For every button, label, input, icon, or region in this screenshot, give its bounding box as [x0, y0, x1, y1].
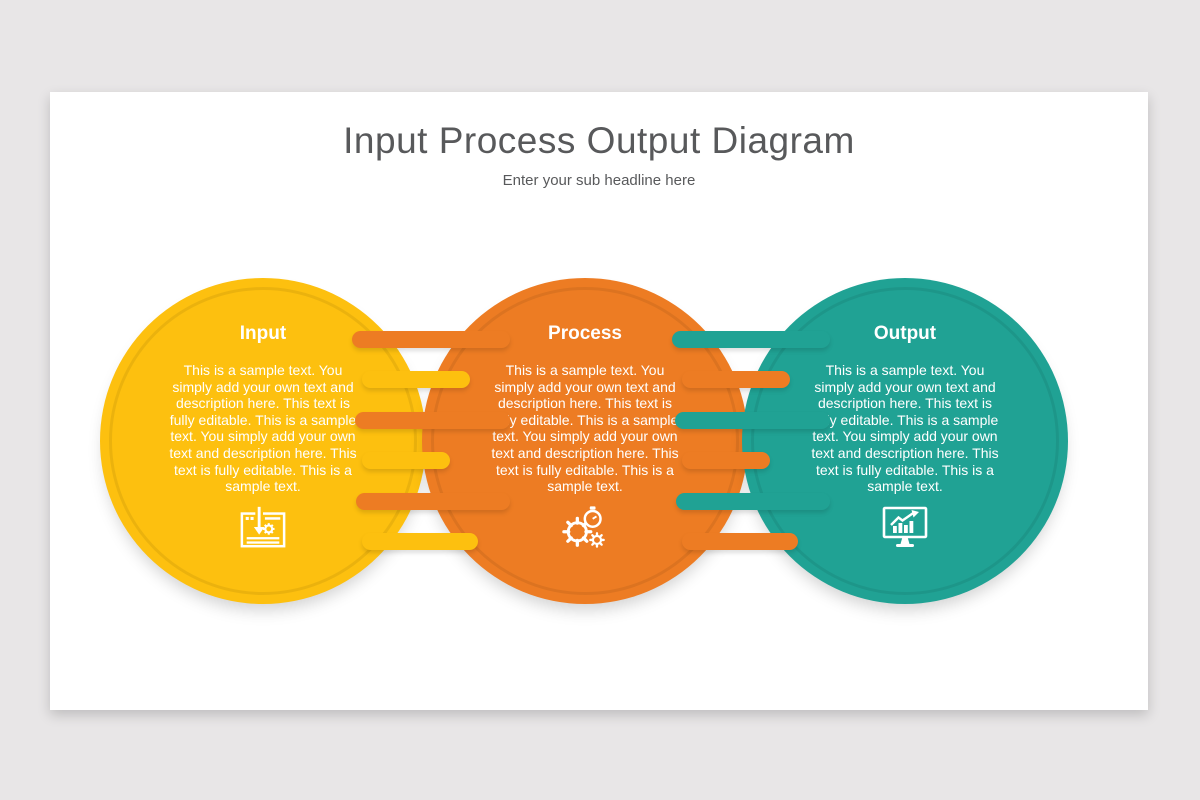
output-circle-content: Output This is a sample text. You simply… [742, 278, 1068, 604]
page-subtitle: Enter your sub headline here [502, 172, 696, 189]
connector-pill-input-to-process [362, 452, 450, 469]
process-circle: Process This is a sample text. You simpl… [422, 278, 748, 604]
connector-pill-process-to-output [682, 533, 798, 550]
input-circle: Input This is a sample text. You simply … [100, 278, 426, 604]
input-circle-title: Input [239, 323, 287, 344]
gear-stopwatch-icon [560, 504, 610, 550]
connector-pill-process-to-input [352, 331, 510, 348]
page-title: Input Process Output Diagram [343, 120, 855, 161]
connector-pill-process-to-input [355, 412, 510, 429]
connector-pill-output-to-process [672, 331, 830, 348]
output-circle-title: Output [873, 323, 937, 344]
process-circle-description: This is a sample text. You simply add yo… [491, 362, 679, 495]
connector-pill-process-to-output [682, 371, 790, 388]
connector-pill-output-to-process [675, 412, 830, 429]
input-circle-content: Input This is a sample text. You simply … [100, 278, 426, 604]
connector-pill-output-to-process [676, 493, 830, 510]
connector-pill-input-to-process [362, 371, 470, 388]
connector-pill-input-to-process [362, 533, 478, 550]
document-download-gear-icon [239, 504, 287, 550]
process-circle-content: Process This is a sample text. You simpl… [422, 278, 748, 604]
output-circle-description: This is a sample text. You simply add yo… [811, 362, 999, 495]
connector-pill-process-to-output [682, 452, 770, 469]
output-circle: Output This is a sample text. You simply… [742, 278, 1068, 604]
process-circle-title: Process [548, 323, 622, 344]
connector-pill-process-to-input [356, 493, 510, 510]
input-circle-description: This is a sample text. You simply add yo… [169, 362, 357, 495]
monitor-chart-icon [881, 504, 929, 550]
